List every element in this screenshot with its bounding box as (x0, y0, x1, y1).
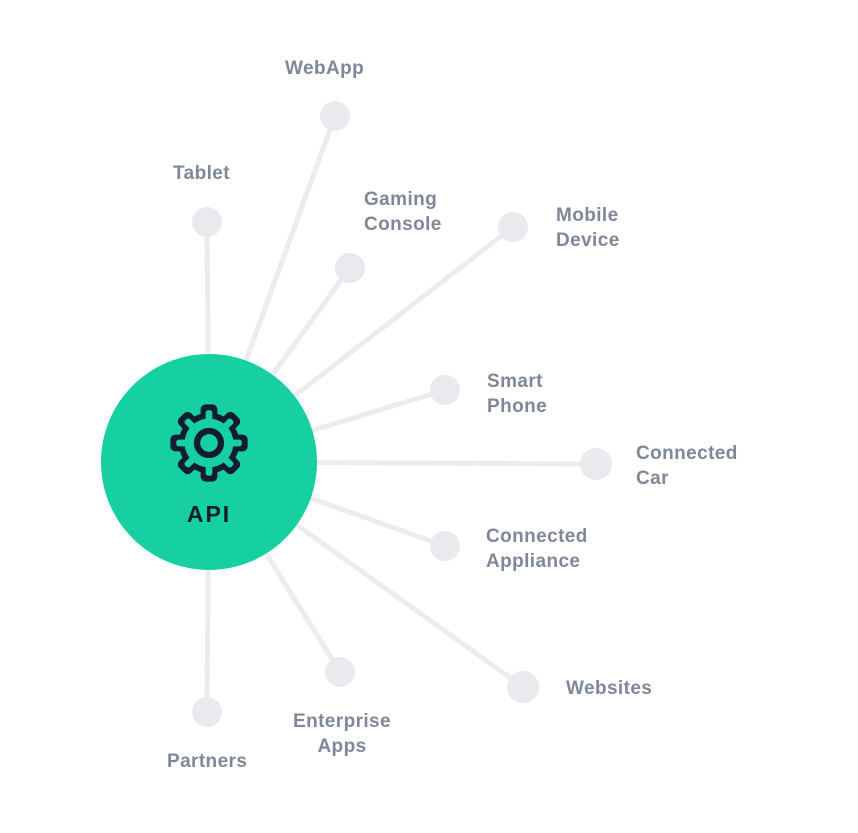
endpoint-websites (507, 671, 539, 703)
label-webapp: WebApp (285, 58, 365, 79)
endpoint-tablet (192, 207, 222, 237)
label-smart-phone: Smart Phone (487, 371, 548, 417)
endpoint-partners (192, 697, 222, 727)
label-websites: Websites (566, 678, 653, 699)
endpoint-enterprise-apps (325, 657, 355, 687)
endpoint-webapp (320, 101, 350, 131)
gear-icon (170, 404, 248, 482)
endpoint-connected-appliance (430, 531, 460, 561)
label-mobile-device: Mobile Device (556, 205, 620, 251)
hub-label: API (186, 501, 232, 527)
label-connected-car: Connected Car (636, 443, 738, 489)
label-partners: Partners (167, 751, 248, 772)
label-connected-appliance: Connected Appliance (486, 526, 588, 572)
endpoint-connected-car (580, 448, 612, 480)
endpoint-smart-phone (430, 375, 460, 405)
endpoint-mobile-device (498, 212, 528, 242)
label-enterprise-apps: Enterprise Apps (293, 711, 391, 757)
endpoint-gaming-console (335, 253, 365, 283)
label-tablet: Tablet (173, 163, 230, 184)
label-gaming-console: Gaming Console (364, 189, 442, 235)
endpoint-nodes (192, 101, 612, 727)
